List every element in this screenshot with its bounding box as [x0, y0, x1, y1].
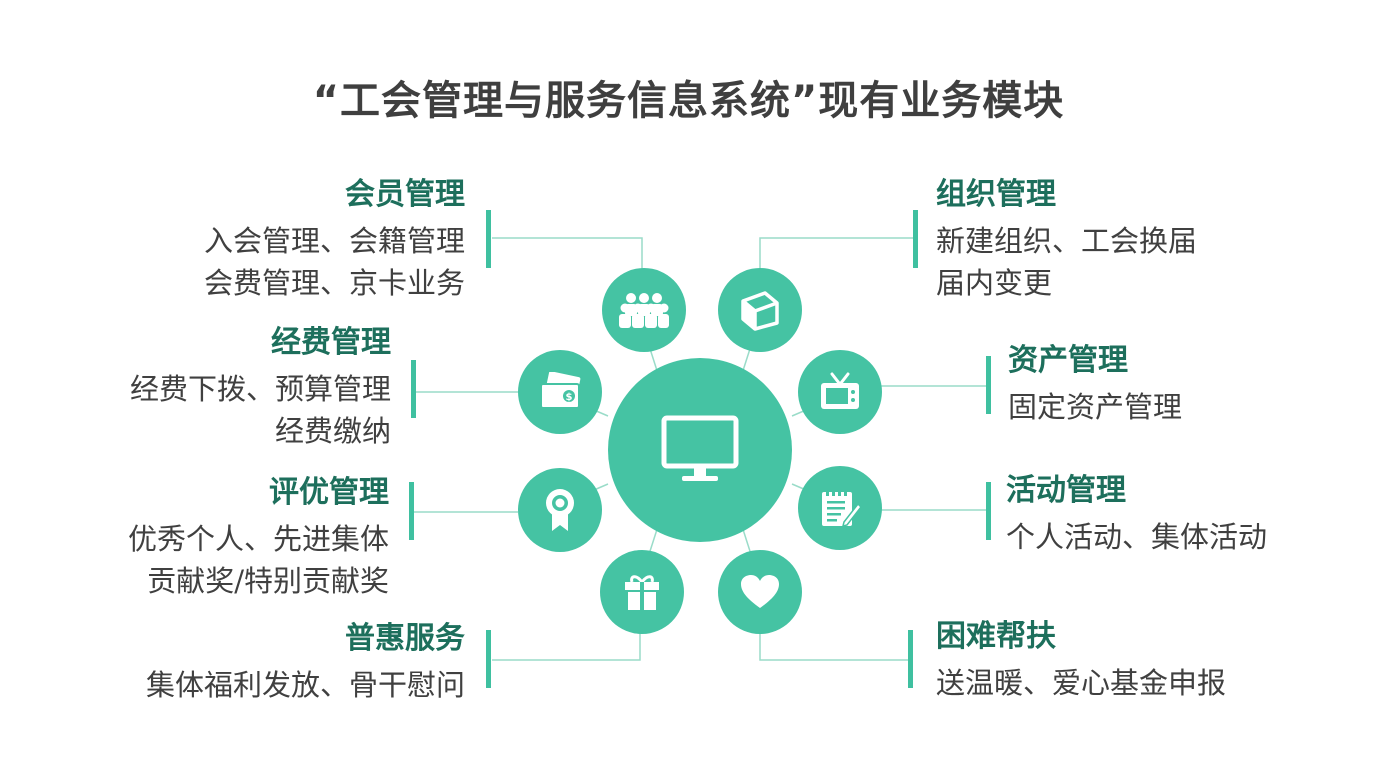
tv-icon — [821, 372, 859, 409]
node-assets[interactable] — [798, 350, 882, 434]
monitor-icon — [661, 415, 739, 481]
box-icon — [741, 291, 779, 331]
gift-icon — [625, 575, 659, 610]
accent-bar-member — [486, 210, 491, 268]
module-line: 经费缴纳 — [274, 414, 391, 448]
accent-bar-award — [409, 482, 414, 540]
accent-bar-assets — [986, 356, 991, 414]
heart-icon — [741, 575, 779, 608]
module-title: 会员管理 — [345, 177, 465, 212]
node-activity[interactable] — [798, 466, 882, 550]
page-title: “工会管理与服务信息系统”现有业务模块 — [312, 78, 1065, 124]
module-org: 组织管理 新建组织、工会换届 届内变更 — [936, 170, 1197, 304]
accent-bar-benefit — [486, 630, 491, 688]
module-line: 送温暖、爱心基金申报 — [936, 666, 1227, 700]
node-org[interactable] — [718, 268, 802, 352]
medal-icon — [546, 489, 574, 531]
module-title: 普惠服务 — [345, 621, 465, 656]
leader-member — [492, 237, 643, 270]
accent-bar-funds — [411, 360, 416, 418]
module-line: 集体福利发放、骨干慰问 — [145, 668, 465, 702]
accent-bar-org — [913, 210, 918, 268]
module-line: 届内变更 — [936, 266, 1053, 300]
svg-text:$: $ — [566, 392, 573, 403]
center-hub — [608, 358, 792, 542]
module-funds: 经费管理 经费下拨、预算管理 经费缴纳 — [130, 318, 391, 452]
node-member[interactable] — [602, 268, 686, 352]
module-title: 资产管理 — [1008, 343, 1128, 378]
people-group-icon — [619, 293, 669, 328]
money-icon: $ — [540, 372, 581, 409]
module-title: 组织管理 — [936, 177, 1056, 212]
leader-benefit — [492, 628, 641, 661]
module-activity: 活动管理 个人活动、集体活动 — [1006, 466, 1267, 558]
module-title: 经费管理 — [271, 325, 391, 360]
node-assist[interactable] — [718, 550, 802, 634]
module-benefit: 普惠服务 集体福利发放、骨干慰问 — [146, 614, 465, 706]
module-line: 优秀个人、先进集体 — [127, 522, 389, 556]
module-line: 入会管理、会籍管理 — [203, 224, 465, 258]
module-line: 固定资产管理 — [1008, 390, 1183, 424]
module-award: 评优管理 优秀个人、先进集体 贡献奖/特别贡献奖 — [128, 468, 389, 602]
module-line: 会费管理、京卡业务 — [203, 266, 465, 300]
module-title: 活动管理 — [1006, 473, 1126, 508]
node-funds[interactable]: $ — [518, 350, 602, 434]
module-assets: 资产管理 固定资产管理 — [1008, 336, 1182, 428]
node-benefit[interactable] — [600, 550, 684, 634]
notepad-icon — [822, 489, 862, 528]
node-award[interactable] — [518, 468, 602, 552]
leader-org — [759, 237, 918, 270]
module-member: 会员管理 入会管理、会籍管理 会费管理、京卡业务 — [204, 170, 465, 304]
accent-bar-activity — [986, 482, 991, 540]
module-title: 评优管理 — [269, 475, 389, 510]
module-line: 经费下拨、预算管理 — [129, 372, 391, 406]
module-assist: 困难帮扶 送温暖、爱心基金申报 — [936, 612, 1226, 704]
module-line: 新建组织、工会换届 — [936, 224, 1198, 258]
module-line: 个人活动、集体活动 — [1006, 520, 1268, 554]
accent-bar-assist — [908, 630, 913, 688]
module-title: 困难帮扶 — [936, 619, 1056, 654]
leader-assist — [759, 628, 912, 661]
module-line: 贡献奖/特别贡献奖 — [147, 564, 389, 598]
